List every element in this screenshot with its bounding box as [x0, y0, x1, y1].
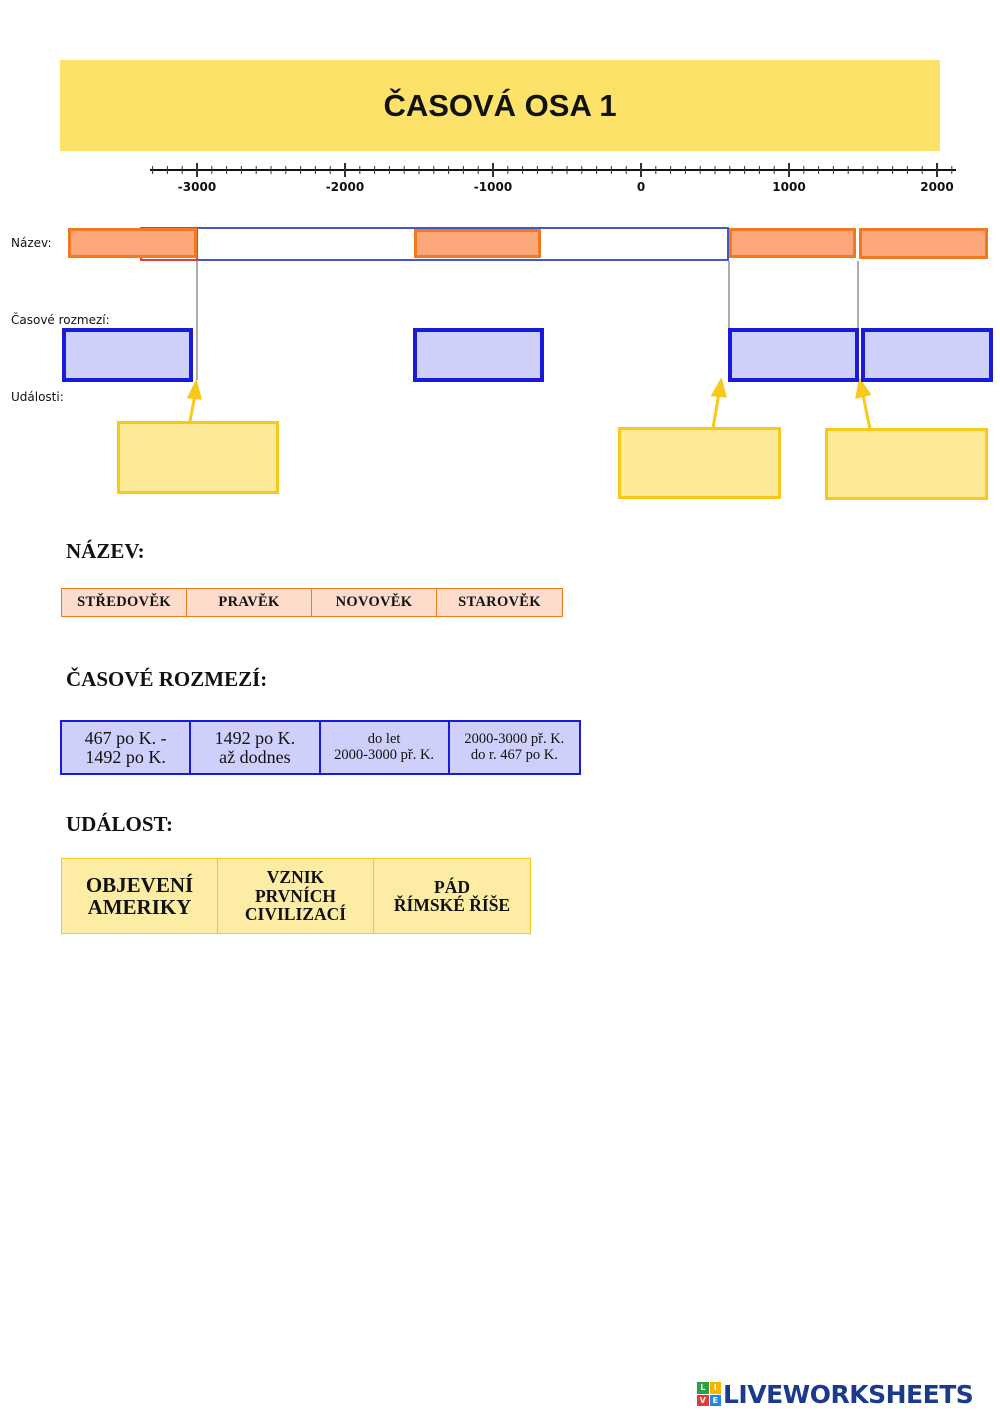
event-1-line1: OBJEVENÍ	[85, 872, 194, 897]
connector-lines	[186, 261, 872, 430]
name-dropzone-1[interactable]	[68, 228, 197, 258]
badge-letter-i: I	[709, 1382, 721, 1394]
axis-tick-labels: -3000 -2000 -1000 0 1000 2000	[178, 180, 954, 194]
range-4-line1: 2000-3000 př. K.	[464, 731, 565, 748]
name-dropzone-3[interactable]	[729, 228, 856, 258]
bank-item-range-4[interactable]: 2000-3000 př. K.do r. 467 po K.	[450, 722, 579, 773]
bank-item-range-1[interactable]: 467 po K. -1492 po K.	[62, 722, 192, 773]
axis-tick-label: -2000	[326, 180, 364, 194]
axis-tick-label: 2000	[920, 180, 953, 194]
word-bank-rozmezi: 467 po K. -1492 po K. 1492 po K.až dodne…	[60, 720, 581, 775]
range-dropzone-3[interactable]	[728, 328, 859, 382]
badge-letter-v: V	[697, 1394, 709, 1406]
row-label-udalosti: Události:	[11, 390, 64, 404]
axis-minor-ticks	[152, 166, 953, 174]
event-dropzone-2[interactable]	[618, 427, 781, 499]
event-dropzone-3[interactable]	[825, 428, 988, 500]
bank-item-pravek[interactable]: PRAVĚK	[187, 589, 312, 616]
bank-item-starovek[interactable]: STAROVĚK	[458, 594, 541, 610]
timeline-axis: -3000 -2000 -1000 0 1000 2000	[150, 163, 956, 194]
range-2-line1: 1492 po K.	[214, 727, 296, 748]
range-4-line2: do r. 467 po K.	[470, 746, 558, 763]
badge-letter-e: E	[709, 1394, 721, 1406]
event-2-line2: PRVNÍCH	[254, 885, 337, 906]
range-1-line1: 467 po K. -	[84, 727, 167, 748]
badge-letter-l: L	[697, 1382, 709, 1394]
row-label-nazev: Název:	[11, 236, 52, 250]
bank-item-novovek[interactable]: NOVOVĚK	[312, 589, 437, 616]
liveworksheets-wordmark: LIVEWORKSHEETS	[723, 1379, 974, 1409]
title-banner: ČASOVÁ OSA 1	[60, 60, 940, 151]
bank-item-range-2[interactable]: 1492 po K.až dodnes	[191, 722, 321, 773]
axis-tick-label: -1000	[474, 180, 512, 194]
name-dropzone-4[interactable]	[859, 228, 988, 259]
range-3-line2: 2000-3000 př. K.	[334, 746, 435, 763]
event-3-line2: ŘÍMSKÉ ŘÍŠE	[393, 895, 511, 915]
liveworksheets-badge-icon: L I V E	[697, 1382, 721, 1406]
event-3-line1: PÁD	[434, 876, 470, 897]
event-2-line3: CIVILIZACÍ	[244, 904, 347, 925]
name-dropzone-2[interactable]	[414, 229, 541, 258]
row-label-rozmezi: Časové rozmezí:	[11, 313, 110, 327]
range-1-line2: 1492 po K.	[85, 746, 166, 767]
range-2-line2: až dodnes	[219, 746, 291, 767]
event-dropzone-1[interactable]	[117, 421, 279, 494]
section-heading-nazev: NÁZEV:	[66, 539, 145, 563]
range-dropzone-2[interactable]	[413, 328, 544, 382]
range-dropzone-4[interactable]	[861, 328, 993, 382]
page-title: ČASOVÁ OSA 1	[383, 87, 617, 123]
section-heading-udalost: UDÁLOST:	[66, 812, 173, 836]
axis-tick-label: 1000	[772, 180, 805, 194]
axis-tick-label: 0	[637, 180, 645, 194]
word-bank-nazev: STŘEDOVĚK PRAVĚK NOVOVĚK STAROVĚK	[61, 588, 563, 617]
axis-tick-label: -3000	[178, 180, 216, 194]
liveworksheets-logo: L I V E LIVEWORKSHEETS	[697, 1378, 974, 1410]
range-dropzone-1[interactable]	[62, 328, 193, 382]
event-1-line2: AMERIKY	[87, 895, 192, 919]
event-2-line1: VZNIK	[266, 867, 325, 888]
range-3-line1: do let	[367, 731, 401, 748]
axis-major-ticks	[196, 163, 938, 177]
section-heading-rozmezi: ČASOVÉ ROZMEZÍ:	[66, 667, 268, 691]
bank-item-stredovek[interactable]: STŘEDOVĚK	[62, 589, 187, 616]
